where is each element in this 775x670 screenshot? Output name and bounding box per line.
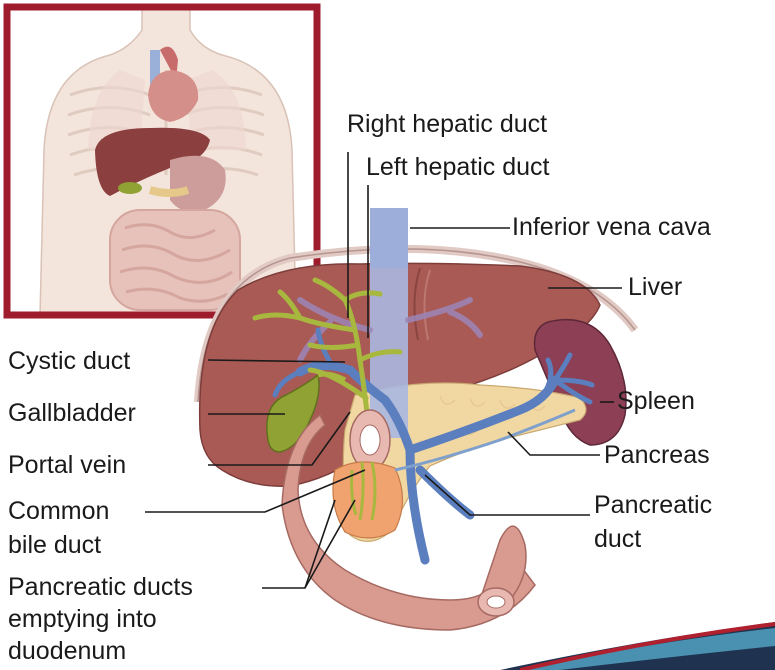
corner-decoration: [500, 622, 775, 670]
label-pancreas: Pancreas: [604, 440, 710, 470]
label-pancreatic-ducts-line2: emptying into: [8, 604, 157, 634]
label-common-bile-duct-line1: Common: [8, 496, 109, 526]
label-pancreatic-ducts-line3: duodenum: [8, 636, 126, 666]
label-pancreatic-duct-line2: duct: [594, 524, 641, 554]
label-spleen: Spleen: [617, 386, 695, 416]
label-right-hepatic-duct: Right hepatic duct: [347, 109, 547, 139]
label-left-hepatic-duct: Left hepatic duct: [366, 152, 549, 182]
label-liver: Liver: [628, 272, 682, 302]
label-inferior-vena-cava: Inferior vena cava: [512, 212, 711, 242]
label-pancreatic-duct-line1: Pancreatic: [594, 490, 712, 520]
inset-torso-illustration: [6, 6, 318, 316]
label-cystic-duct: Cystic duct: [8, 346, 130, 376]
label-common-bile-duct-line2: bile duct: [8, 530, 101, 560]
label-portal-vein: Portal vein: [8, 450, 126, 480]
label-pancreatic-ducts-line1: Pancreatic ducts: [8, 572, 193, 602]
label-gallbladder: Gallbladder: [8, 398, 136, 428]
